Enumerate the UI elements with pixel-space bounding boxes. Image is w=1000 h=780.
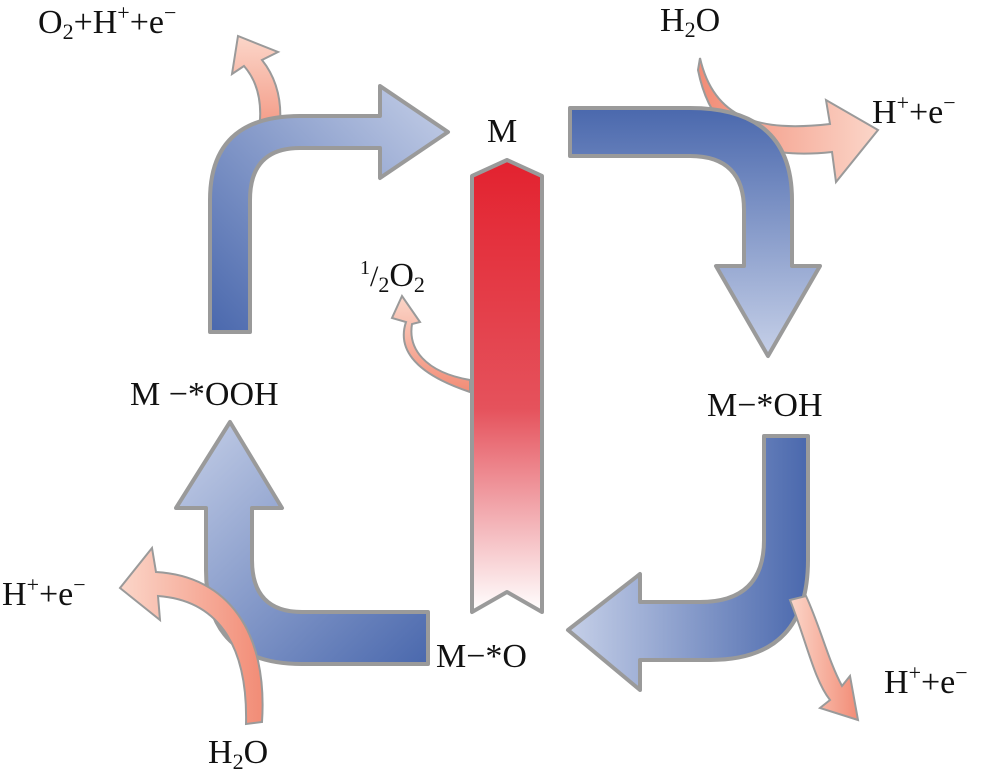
label-h-e-bottom-right: H++e− (884, 660, 968, 701)
h-release-arrow-bottom-right (788, 594, 860, 722)
arrow-oh-to-o (566, 434, 810, 692)
label-h2o-top: H2O (660, 2, 721, 42)
label-h-e-left: H++e− (2, 572, 86, 613)
arrow-ooh-to-m (208, 84, 450, 334)
state-m-ooh: M −*OOH (130, 376, 279, 413)
arrow-m-to-oh (568, 106, 822, 358)
label-half-o2: 1/2O2 (360, 257, 425, 297)
state-m: M (487, 113, 518, 150)
central-red-bar (470, 158, 544, 614)
state-m-o: M−*O (436, 638, 527, 675)
half-o2-release-arrow (390, 293, 471, 394)
label-o2-h-e: O2+H++e− (38, 0, 177, 44)
label-h-e-top-right: H++e− (872, 90, 956, 131)
arrow-o-to-ooh (174, 420, 430, 666)
state-m-oh: M−*OH (707, 387, 823, 424)
h-release-arrow-left (118, 545, 264, 726)
label-h2o-bottom: H2O (208, 734, 269, 774)
